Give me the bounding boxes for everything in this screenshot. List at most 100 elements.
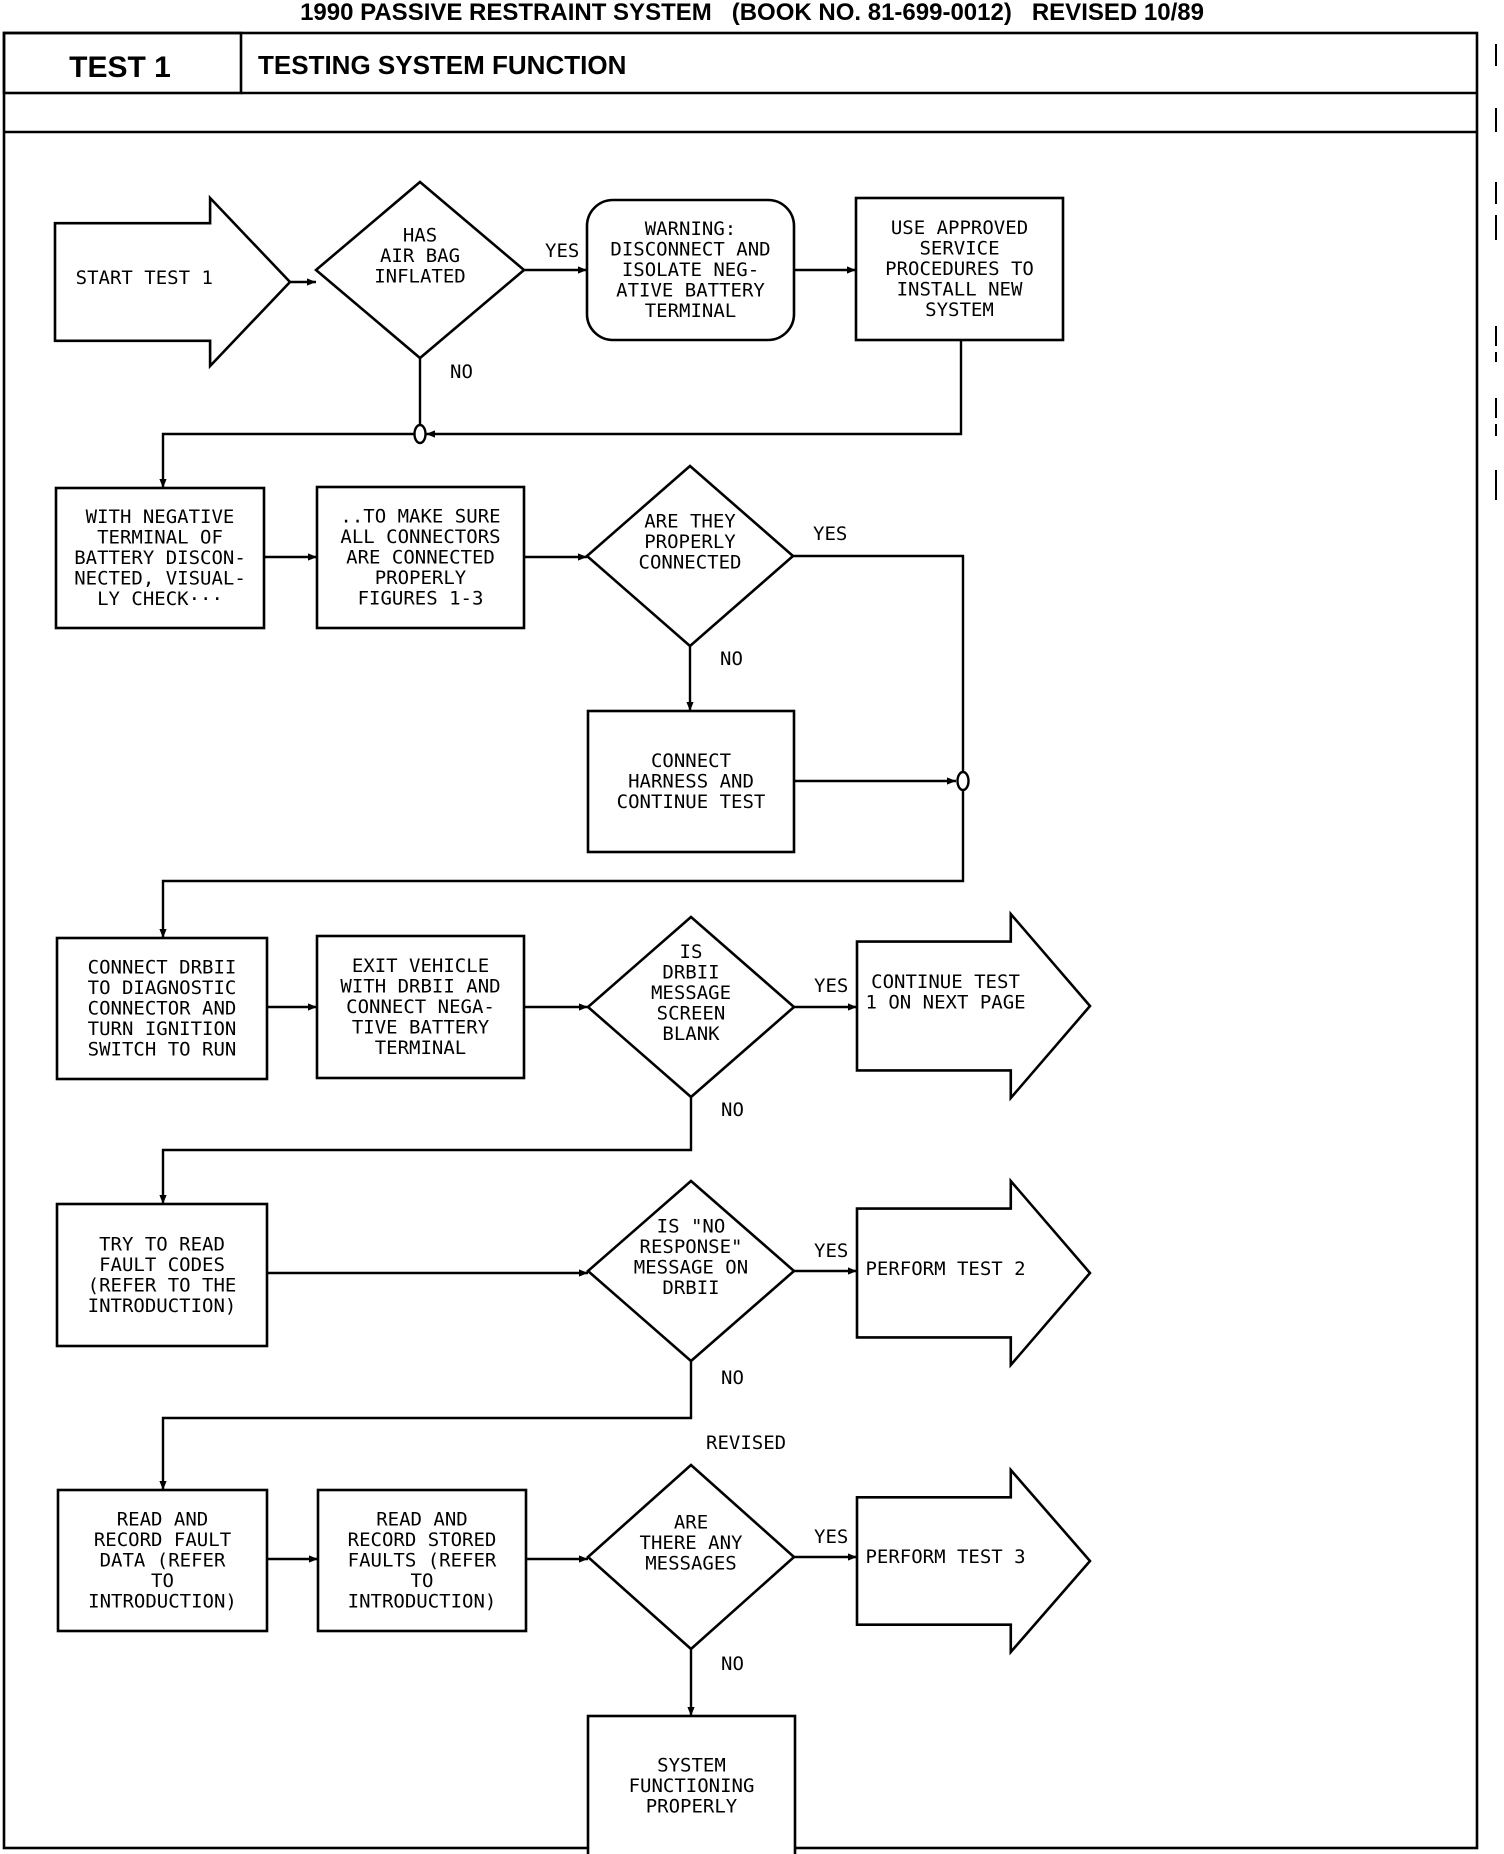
node-start: START TEST 1 bbox=[53, 194, 292, 370]
node-text-line: HARNESS AND bbox=[628, 771, 754, 793]
node-text-line: BATTERY DISCON- bbox=[74, 547, 246, 569]
node-text-line: WITH NEGATIVE bbox=[86, 506, 235, 528]
node-text-line: CONNECT bbox=[651, 750, 731, 772]
edge-label: YES bbox=[814, 975, 848, 997]
node-text-line: HAS bbox=[403, 225, 437, 247]
node-text-line: ..TO MAKE SURE bbox=[340, 506, 500, 528]
node-text-line: TO DIAGNOSTIC bbox=[88, 977, 237, 999]
edge-d4-to-record bbox=[159, 1361, 693, 1490]
node-text-line: WARNING: bbox=[645, 218, 737, 240]
node-text-line: READ AND bbox=[376, 1509, 468, 1531]
node-text-line: INTRODUCTION) bbox=[348, 1591, 497, 1613]
edge-label: NO bbox=[721, 1653, 744, 1675]
node-text-line: ISOLATE NEG- bbox=[622, 259, 759, 281]
test-title: TESTING SYSTEM FUNCTION bbox=[258, 50, 626, 80]
revised-annotation: REVISED bbox=[706, 1432, 786, 1454]
node-text-line: SCREEN bbox=[657, 1003, 726, 1025]
edge-label: NO bbox=[720, 648, 743, 670]
test-id-box bbox=[2, 31, 243, 95]
node-text-line: MESSAGES bbox=[645, 1553, 737, 1575]
node-text-line: EXIT VEHICLE bbox=[352, 955, 489, 977]
node-text-line: TRY TO READ bbox=[99, 1233, 225, 1255]
node-text-line: FIGURES 1-3 bbox=[358, 588, 484, 610]
edge-label: YES bbox=[545, 240, 579, 262]
node-text-line: START TEST 1 bbox=[76, 267, 213, 289]
node-text-line: IS "NO bbox=[657, 1215, 726, 1237]
node-text-line: WITH DRBII AND bbox=[340, 976, 500, 998]
node-text-line: INFLATED bbox=[374, 266, 466, 288]
node-text-line: CONTINUE TEST bbox=[871, 971, 1020, 993]
node-text-line: LY CHECK··· bbox=[97, 588, 223, 610]
node-text-line: SYSTEM bbox=[925, 299, 994, 321]
node-text-line: PERFORM TEST 3 bbox=[865, 1546, 1025, 1568]
edge-install-to-check bbox=[426, 340, 963, 438]
node-text-line: CONNECT NEGA- bbox=[346, 996, 495, 1018]
node-text-line: MESSAGE bbox=[651, 982, 731, 1004]
node-text-line: DRBII bbox=[662, 962, 719, 984]
node-text-line: READ AND bbox=[117, 1509, 209, 1531]
node-text-line: AIR BAG bbox=[380, 245, 460, 267]
node-text-line: PROCEDURES TO bbox=[885, 258, 1034, 280]
node-text-line: PROPERLY bbox=[375, 567, 467, 589]
node-text-line: SYSTEM bbox=[657, 1755, 726, 1777]
node-text-line: THERE ANY bbox=[640, 1532, 744, 1554]
node-text-line: CONTINUE TEST bbox=[617, 791, 766, 813]
edge-label: YES bbox=[814, 1240, 848, 1262]
node-text-line: TO bbox=[151, 1570, 174, 1592]
junction-symbol bbox=[956, 770, 970, 792]
node-text-line: RECORD STORED bbox=[348, 1529, 497, 1551]
node-text-line: CONNECTOR AND bbox=[88, 998, 237, 1020]
node-text-line: DATA (REFER bbox=[100, 1550, 226, 1572]
node-text-line: SWITCH TO RUN bbox=[88, 1039, 237, 1061]
node-text-line: PERFORM TEST 2 bbox=[865, 1258, 1025, 1280]
node-text-line: ARE bbox=[674, 1512, 708, 1534]
edge-label: YES bbox=[813, 523, 847, 545]
node-text-line: FAULTS (REFER bbox=[348, 1550, 497, 1572]
node-text-line: NECTED, VISUAL- bbox=[74, 568, 246, 590]
node-text-line: TERMINAL bbox=[645, 300, 737, 322]
node-text-line: 1 ON NEXT PAGE bbox=[865, 991, 1025, 1013]
node-text-line: ALL CONNECTORS bbox=[340, 526, 500, 548]
node-text-line: IS bbox=[680, 941, 703, 963]
node-text-line: (REFER TO THE bbox=[88, 1274, 237, 1296]
node-text-line: RESPONSE" bbox=[640, 1236, 743, 1258]
node-text-line: TERMINAL OF bbox=[97, 527, 223, 549]
edge-d3-to-try bbox=[159, 1097, 693, 1204]
node-text-line: ATIVE BATTERY bbox=[616, 280, 765, 302]
node-text-line: SERVICE bbox=[919, 238, 999, 260]
node-text-line: TURN IGNITION bbox=[88, 1018, 237, 1040]
node-text-line: CONNECT DRBII bbox=[88, 957, 237, 979]
node-text-line: ARE CONNECTED bbox=[346, 547, 495, 569]
edge-label: NO bbox=[721, 1099, 744, 1121]
node-text-line: DISCONNECT AND bbox=[610, 239, 770, 261]
node-test3: PERFORM TEST 3 bbox=[855, 1466, 1092, 1656]
node-text-line: PROPERLY bbox=[646, 1796, 738, 1818]
node-text-line: FAULT CODES bbox=[99, 1254, 225, 1276]
node-text-line: PROPERLY bbox=[644, 531, 736, 553]
edge-label: NO bbox=[450, 361, 473, 383]
test-id: TEST 1 bbox=[69, 51, 171, 84]
node-text-line: DRBII bbox=[662, 1277, 719, 1299]
node-text-line: BLANK bbox=[662, 1023, 720, 1045]
node-text-line: TERMINAL bbox=[375, 1037, 467, 1059]
node-text-line: INSTALL NEW bbox=[897, 279, 1023, 301]
node-text-line: ARE THEY bbox=[644, 511, 736, 533]
node-text-line: INTRODUCTION) bbox=[88, 1295, 237, 1317]
node-text-line: RECORD FAULT bbox=[94, 1529, 231, 1551]
page-header: 1990 PASSIVE RESTRAINT SYSTEM (BOOK NO. … bbox=[300, 0, 1204, 26]
edge-d2-to-drbii bbox=[159, 554, 970, 938]
node-text-line: TO bbox=[411, 1570, 434, 1592]
